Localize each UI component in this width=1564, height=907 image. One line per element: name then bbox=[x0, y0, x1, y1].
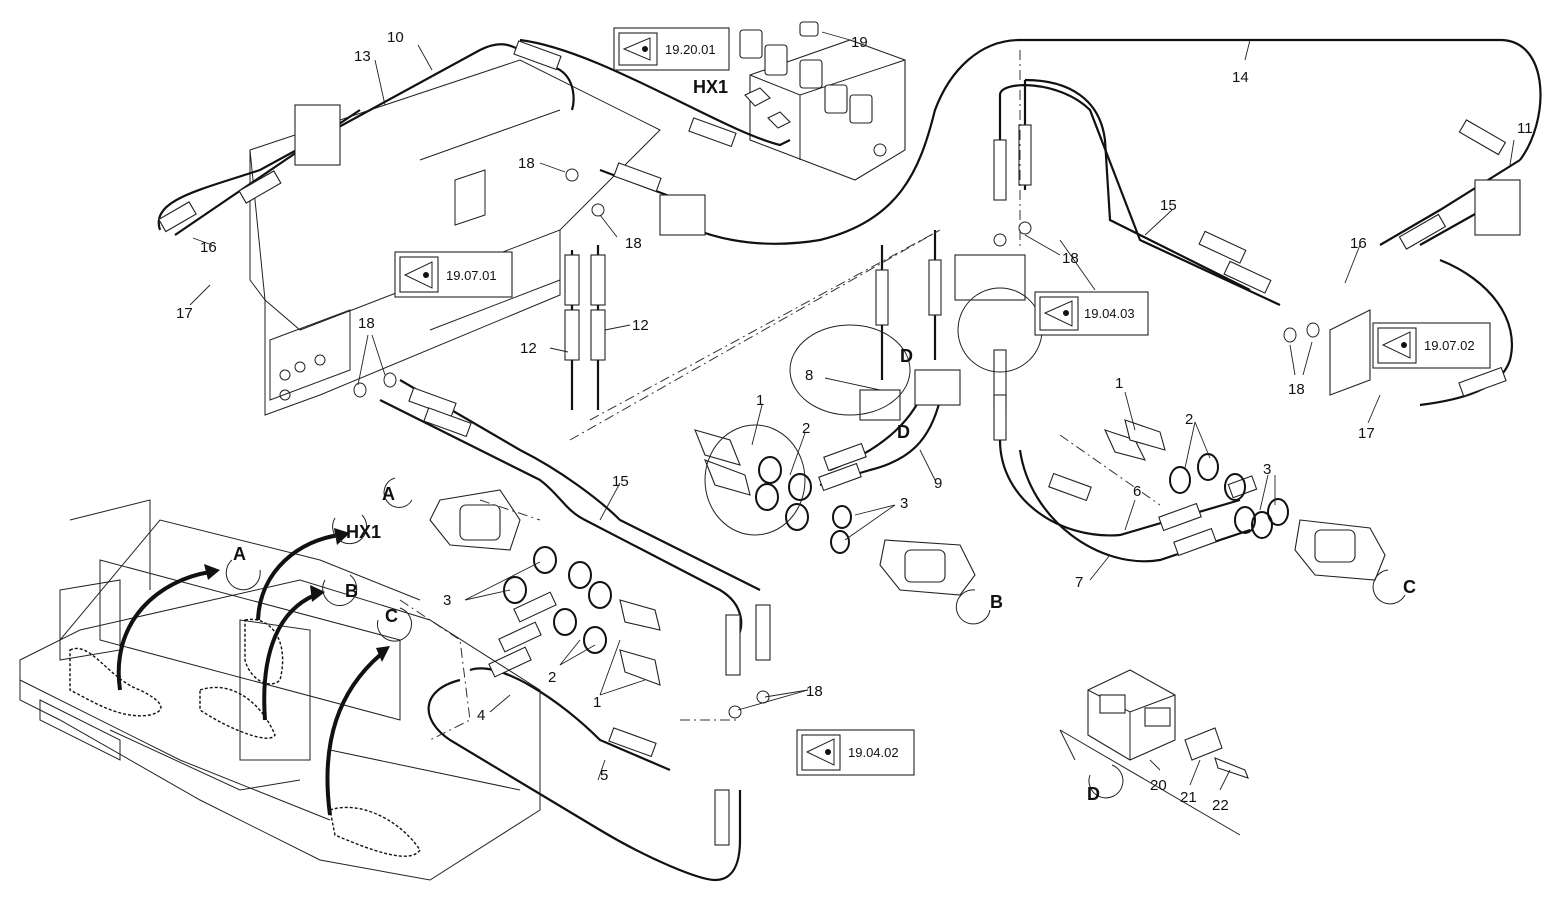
reference-box-19-04-02[interactable]: 19.04.02 bbox=[796, 729, 915, 776]
callout-18-d: 18 bbox=[1288, 381, 1305, 398]
eye-icon bbox=[805, 738, 835, 766]
assembly-boundaries bbox=[399, 50, 1161, 741]
callout-1-left: 1 bbox=[593, 694, 601, 711]
callout-2-top: 2 bbox=[802, 420, 810, 437]
eye-icon bbox=[1381, 331, 1411, 359]
view-markers: A A HX1 B C B C D D D HX1 bbox=[225, 77, 1416, 804]
callout-21: 21 bbox=[1180, 789, 1197, 806]
view-label-hx1: HX1 bbox=[693, 77, 728, 97]
callout-4: 4 bbox=[477, 707, 485, 724]
callout-2-right: 2 bbox=[1185, 411, 1193, 428]
circle-marker-icon bbox=[377, 607, 412, 642]
eye-icon bbox=[403, 261, 433, 289]
callout-18-e: 18 bbox=[358, 315, 375, 332]
circle-marker-icon bbox=[322, 574, 358, 606]
reference-text: 19.04.02 bbox=[848, 745, 899, 760]
callout-18-f: 18 bbox=[806, 683, 823, 700]
detail-d-clamp bbox=[1059, 669, 1249, 836]
hose-fittings bbox=[158, 40, 1521, 846]
callout-16-right: 16 bbox=[1350, 235, 1367, 252]
callout-2-left: 2 bbox=[548, 669, 556, 686]
view-label-c-overview: C bbox=[385, 606, 398, 626]
view-label-b: B bbox=[990, 592, 1003, 612]
callout-18-c: 18 bbox=[1062, 250, 1079, 267]
eye-icon bbox=[622, 37, 651, 61]
seal-rings bbox=[353, 168, 1320, 719]
callout-14: 14 bbox=[1232, 69, 1249, 86]
callout-16-left: 16 bbox=[200, 239, 217, 256]
circle-marker-icon bbox=[383, 477, 413, 508]
callout-15-mid: 15 bbox=[612, 473, 629, 490]
callout-22: 22 bbox=[1212, 797, 1229, 814]
view-label-d: D bbox=[1087, 784, 1100, 804]
callout-17-left: 17 bbox=[176, 305, 193, 322]
reference-text: 19.07.02 bbox=[1424, 338, 1475, 353]
valve-assemblies bbox=[429, 287, 1386, 596]
view-label-a-overview: A bbox=[233, 544, 246, 564]
circle-marker-icon bbox=[225, 559, 261, 591]
circle-marker-icon bbox=[332, 514, 368, 545]
callout-15-top: 15 bbox=[1160, 197, 1177, 214]
callout-12-left: 12 bbox=[520, 340, 537, 357]
reference-text: 19.20.01 bbox=[665, 42, 716, 57]
callout-9: 9 bbox=[934, 475, 942, 492]
view-label-b-overview: B bbox=[345, 581, 358, 601]
arrow-to-c bbox=[325, 653, 382, 816]
reference-text: 19.04.03 bbox=[1084, 306, 1135, 321]
callout-13: 13 bbox=[354, 48, 371, 65]
reference-box-19-20-01[interactable]: 19.20.01 bbox=[613, 27, 730, 71]
callout-1-top: 1 bbox=[756, 392, 764, 409]
view-label-d-upper: D bbox=[900, 346, 913, 366]
arrow-to-a bbox=[116, 570, 211, 691]
callout-18-b: 18 bbox=[625, 235, 642, 252]
circle-marker-icon bbox=[955, 589, 991, 625]
callout-7: 7 bbox=[1075, 574, 1083, 591]
callout-12-right: 12 bbox=[632, 317, 649, 334]
callout-numbers: 10 13 19 14 11 16 17 18 18 15 16 18 18 1… bbox=[176, 29, 1533, 814]
circle-marker-icon bbox=[1372, 569, 1406, 605]
callout-3-left: 3 bbox=[443, 592, 451, 609]
callout-17-right: 17 bbox=[1358, 425, 1375, 442]
callout-3-mid: 3 bbox=[900, 495, 908, 512]
callout-19: 19 bbox=[851, 34, 868, 51]
view-label-d-lower: D bbox=[897, 422, 910, 442]
reference-text: 19.07.01 bbox=[446, 268, 497, 283]
view-label-c: C bbox=[1403, 577, 1416, 597]
leader-lines bbox=[189, 31, 1515, 791]
arrow-to-b bbox=[262, 593, 316, 721]
machine-overview bbox=[19, 499, 541, 881]
arrow-to-hx1 bbox=[256, 533, 341, 621]
eye-icon bbox=[1043, 300, 1073, 327]
reference-box-19-07-01[interactable]: 19.07.01 bbox=[394, 251, 513, 298]
reference-box-19-04-03[interactable]: 19.04.03 bbox=[1034, 291, 1149, 336]
callout-6: 6 bbox=[1133, 483, 1141, 500]
callout-1-right: 1 bbox=[1115, 375, 1123, 392]
view-label-a: A bbox=[382, 484, 395, 504]
view-label-hx1-overview: HX1 bbox=[346, 522, 381, 542]
callout-20: 20 bbox=[1150, 777, 1167, 794]
callout-18-a: 18 bbox=[518, 155, 535, 172]
callout-10: 10 bbox=[387, 29, 404, 46]
callout-8: 8 bbox=[805, 367, 813, 384]
callout-5: 5 bbox=[600, 767, 608, 784]
callout-3-right: 3 bbox=[1263, 461, 1271, 478]
reference-box-19-07-02[interactable]: 19.07.02 bbox=[1372, 322, 1491, 369]
callout-11: 11 bbox=[1517, 120, 1533, 137]
valve-block-hx1 bbox=[739, 21, 906, 181]
circle-marker-icon bbox=[1088, 764, 1124, 799]
